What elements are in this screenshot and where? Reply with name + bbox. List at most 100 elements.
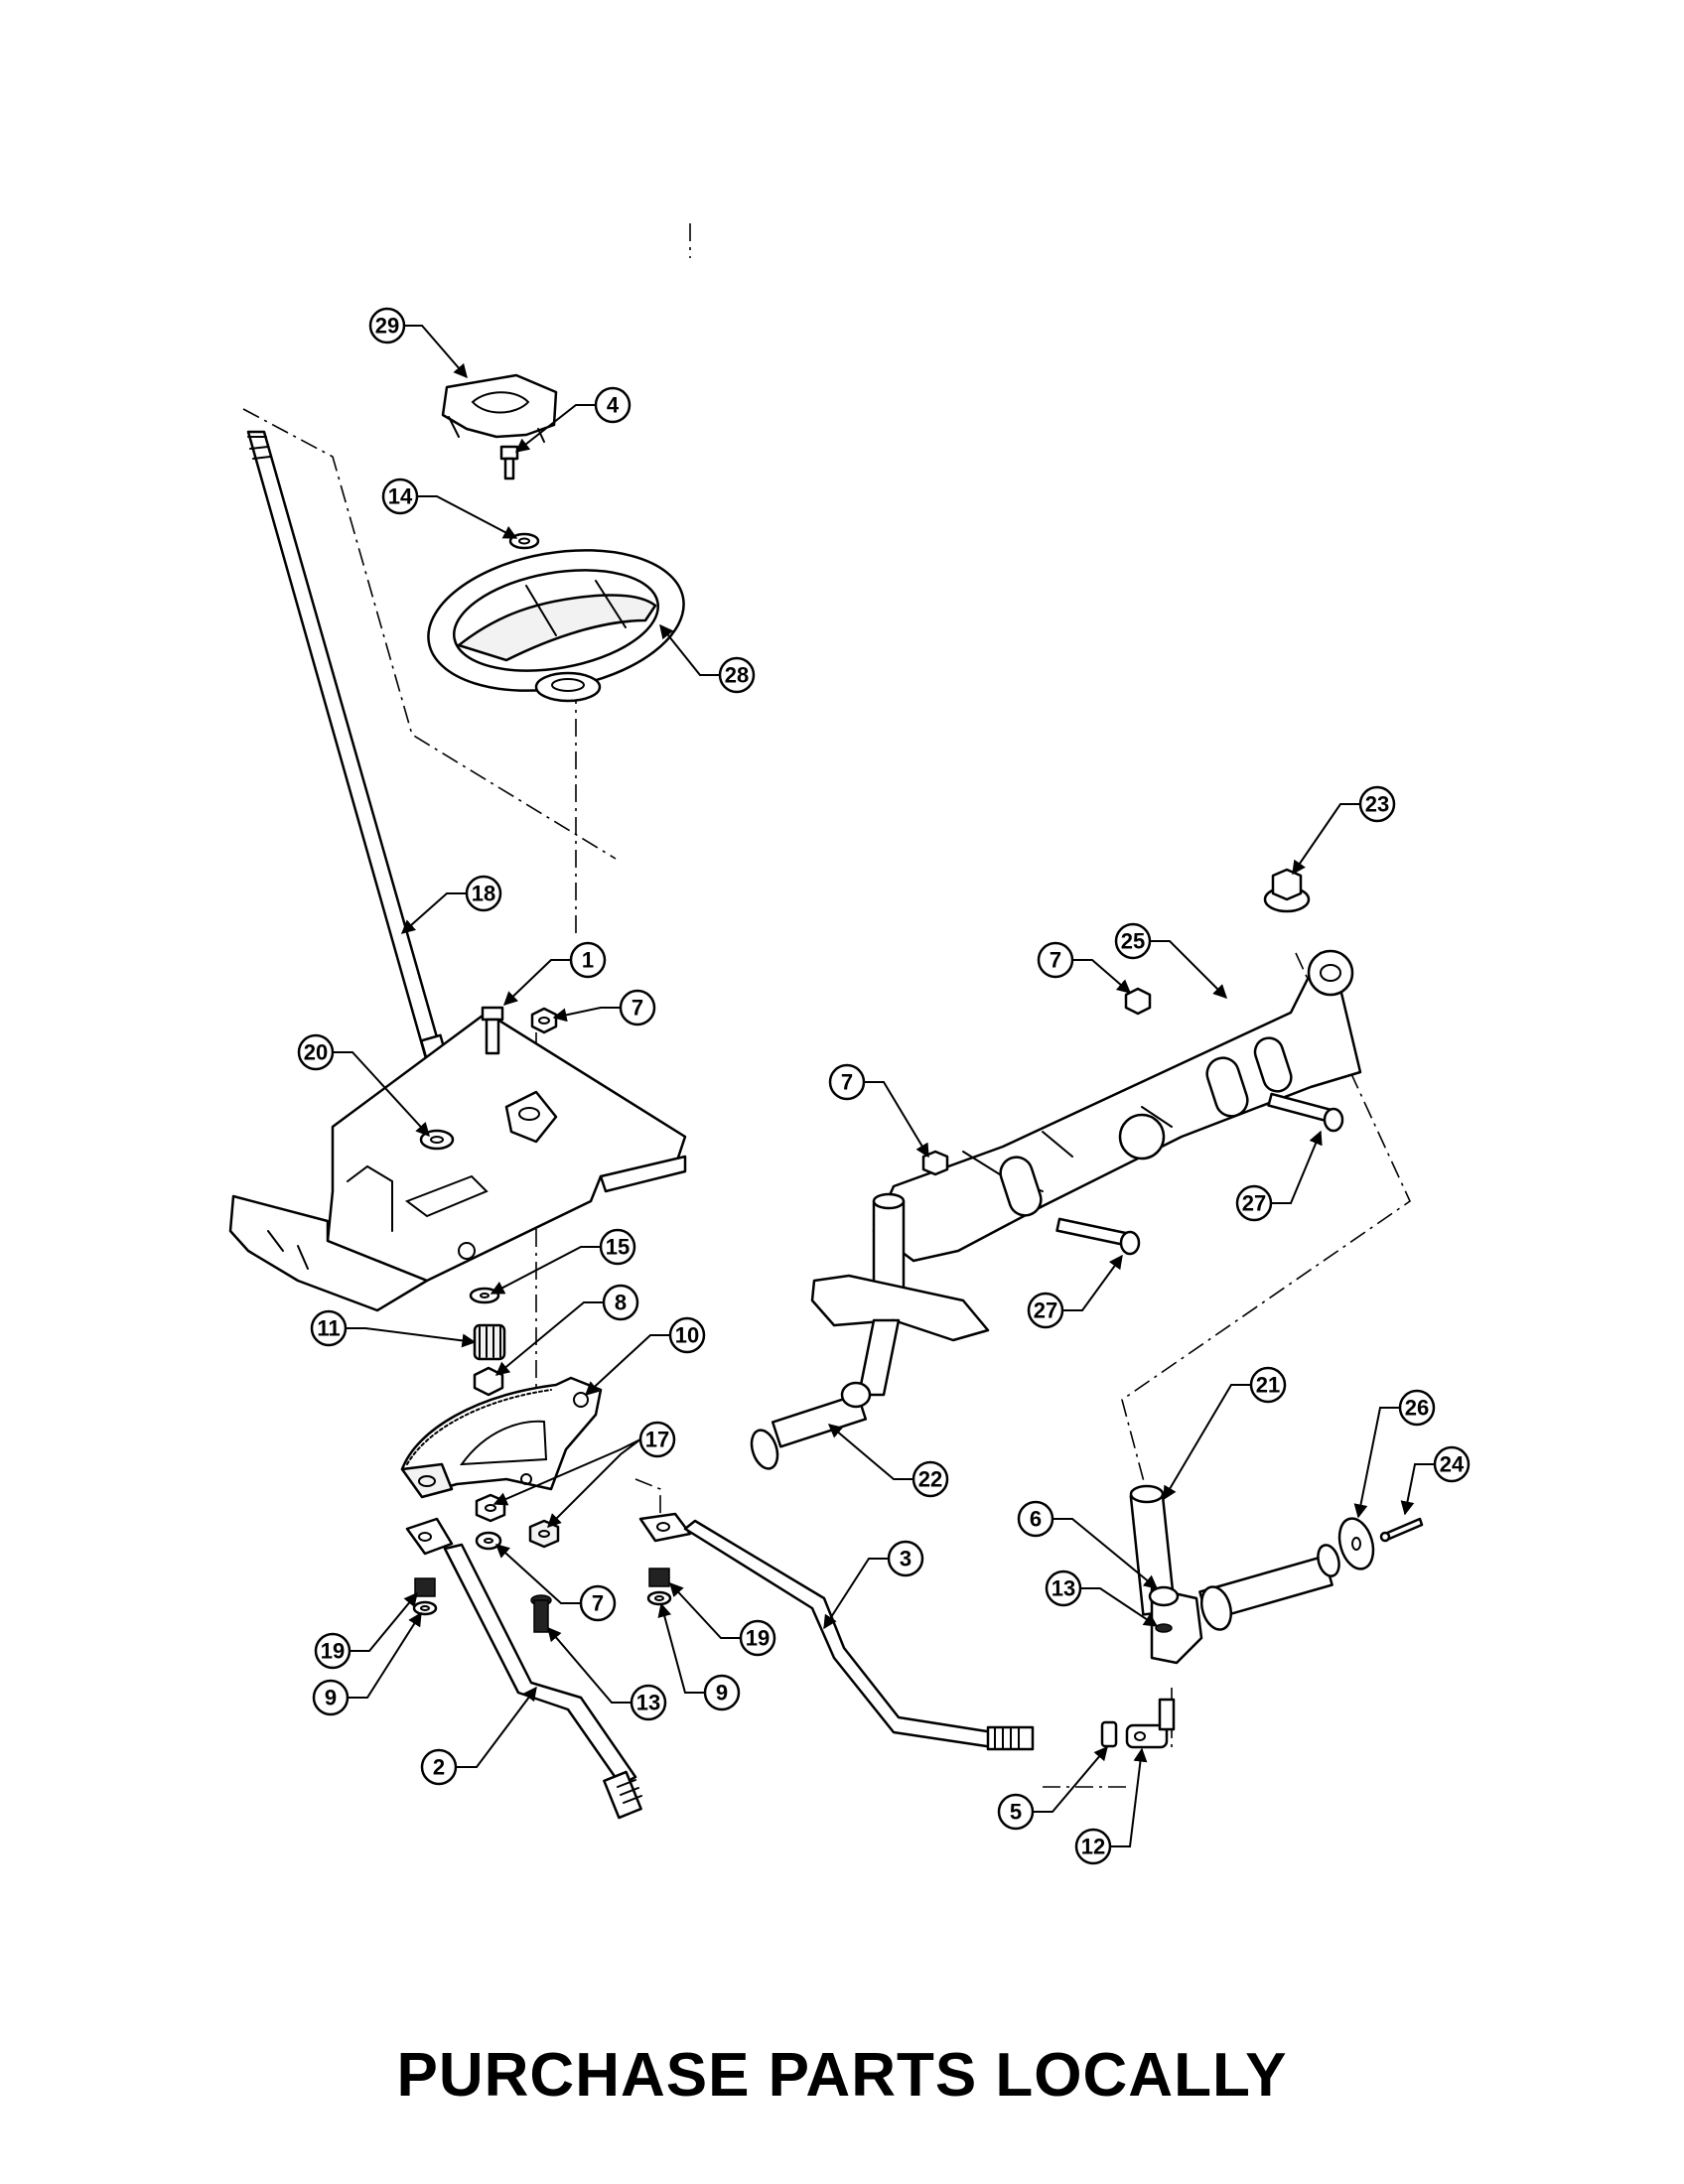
svg-text:27: 27 [1034, 1298, 1057, 1323]
svg-text:9: 9 [325, 1686, 337, 1710]
callout-7-upper: 7 [619, 989, 656, 1026]
callout-5: 5 [997, 1793, 1035, 1831]
callout-19-right: 19 [739, 1619, 776, 1657]
callout-22: 22 [912, 1460, 949, 1498]
lock-nut-7-lower [475, 1531, 502, 1551]
svg-text:10: 10 [675, 1323, 699, 1348]
svg-text:13: 13 [636, 1691, 660, 1715]
ball-joint [1125, 1698, 1176, 1749]
svg-text:21: 21 [1256, 1373, 1280, 1398]
callout-7-axle-upper: 7 [1037, 941, 1074, 979]
svg-text:17: 17 [645, 1428, 669, 1452]
callout-8: 8 [602, 1284, 639, 1321]
svg-text:7: 7 [632, 996, 643, 1021]
svg-text:7: 7 [841, 1070, 853, 1095]
svg-text:1: 1 [582, 948, 594, 973]
shoulder-bolt-right [1155, 1623, 1173, 1633]
svg-text:13: 13 [1052, 1576, 1075, 1601]
callout-18: 18 [465, 875, 502, 912]
svg-text:11: 11 [317, 1316, 340, 1341]
steering-support-plate [228, 1011, 687, 1312]
bushing-19-right [648, 1568, 670, 1587]
svg-text:14: 14 [388, 484, 413, 509]
spindle-left [750, 1192, 990, 1470]
purchase-parts-note: PURCHASE PARTS LOCALLY [396, 2041, 1288, 2110]
callout-23: 23 [1358, 785, 1396, 823]
spindle-washer [1337, 1517, 1375, 1570]
drag-link-right [638, 1512, 1035, 1751]
steering-wheel [427, 549, 685, 703]
spindle-pivot [1148, 1585, 1180, 1607]
callout-19-left: 19 [314, 1632, 351, 1670]
lock-nut-17a [475, 1493, 506, 1523]
callout-27-lower: 27 [1027, 1292, 1064, 1329]
lock-nut-upper [530, 1007, 558, 1034]
steering-shaft [246, 430, 450, 1078]
callout-leaders [333, 325, 1435, 1847]
callout-20: 20 [297, 1033, 335, 1071]
svg-text:8: 8 [615, 1291, 627, 1315]
callout-1: 1 [569, 941, 607, 979]
washer-9-right [646, 1590, 672, 1606]
cap-screw [499, 445, 519, 480]
jam-nut [1100, 1720, 1118, 1748]
callout-2: 2 [420, 1748, 458, 1786]
callout-26: 26 [1398, 1389, 1436, 1427]
front-axle [872, 949, 1362, 1263]
spindle-right [1129, 1484, 1340, 1665]
washer-9-left [412, 1600, 438, 1616]
svg-text:5: 5 [1010, 1800, 1022, 1825]
axle-bolt-lower [1055, 1217, 1141, 1256]
svg-text:9: 9 [716, 1681, 728, 1706]
svg-text:26: 26 [1405, 1396, 1429, 1421]
callout-28: 28 [718, 656, 756, 694]
svg-text:2: 2 [433, 1755, 445, 1780]
axle-bolt-upper [1267, 1092, 1344, 1133]
callout-27-upper: 27 [1235, 1184, 1273, 1222]
shaft-washer [469, 1287, 500, 1304]
lock-nut-17b [528, 1519, 560, 1549]
callout-29: 29 [368, 307, 406, 344]
svg-text:20: 20 [304, 1040, 328, 1065]
svg-text:24: 24 [1440, 1452, 1465, 1477]
svg-text:23: 23 [1365, 792, 1389, 817]
svg-text:6: 6 [1030, 1507, 1042, 1532]
steering-wheel-cap [441, 373, 558, 443]
bushing-19-left [414, 1577, 436, 1597]
sector-gear [400, 1376, 603, 1499]
cotter-pin [1379, 1517, 1424, 1543]
svg-text:28: 28 [725, 663, 749, 688]
svg-text:7: 7 [592, 1591, 604, 1616]
callout-7-lower: 7 [579, 1584, 617, 1622]
svg-text:3: 3 [900, 1547, 912, 1571]
svg-text:25: 25 [1121, 929, 1145, 954]
callout-11: 11 [310, 1309, 348, 1347]
callout-12: 12 [1074, 1828, 1112, 1865]
callout-15: 15 [599, 1228, 636, 1266]
svg-text:12: 12 [1081, 1835, 1105, 1859]
svg-text:19: 19 [746, 1626, 770, 1651]
lock-nut-axle-upper [1124, 987, 1152, 1016]
svg-text:19: 19 [321, 1639, 345, 1664]
svg-text:15: 15 [606, 1235, 630, 1260]
callout-7-axle-left: 7 [828, 1063, 866, 1101]
callout-25: 25 [1114, 922, 1152, 960]
callout-10: 10 [668, 1316, 706, 1354]
lock-nut-axle-left [921, 1150, 949, 1176]
callout-21: 21 [1249, 1366, 1287, 1404]
callout-24: 24 [1433, 1445, 1471, 1483]
pinion-gear [473, 1323, 506, 1361]
callout-13-right: 13 [1045, 1570, 1082, 1607]
callout-14: 14 [381, 478, 419, 515]
carriage-bolt [481, 1006, 504, 1055]
svg-text:29: 29 [375, 314, 399, 339]
svg-text:27: 27 [1242, 1191, 1266, 1216]
pinion-nut [473, 1366, 504, 1397]
callout-4: 4 [594, 386, 632, 424]
svg-text:18: 18 [472, 882, 495, 906]
svg-text:7: 7 [1050, 948, 1061, 973]
callout-9-right: 9 [703, 1674, 741, 1711]
callout-9-left: 9 [312, 1679, 350, 1716]
axle-flange-nut [1263, 868, 1311, 913]
